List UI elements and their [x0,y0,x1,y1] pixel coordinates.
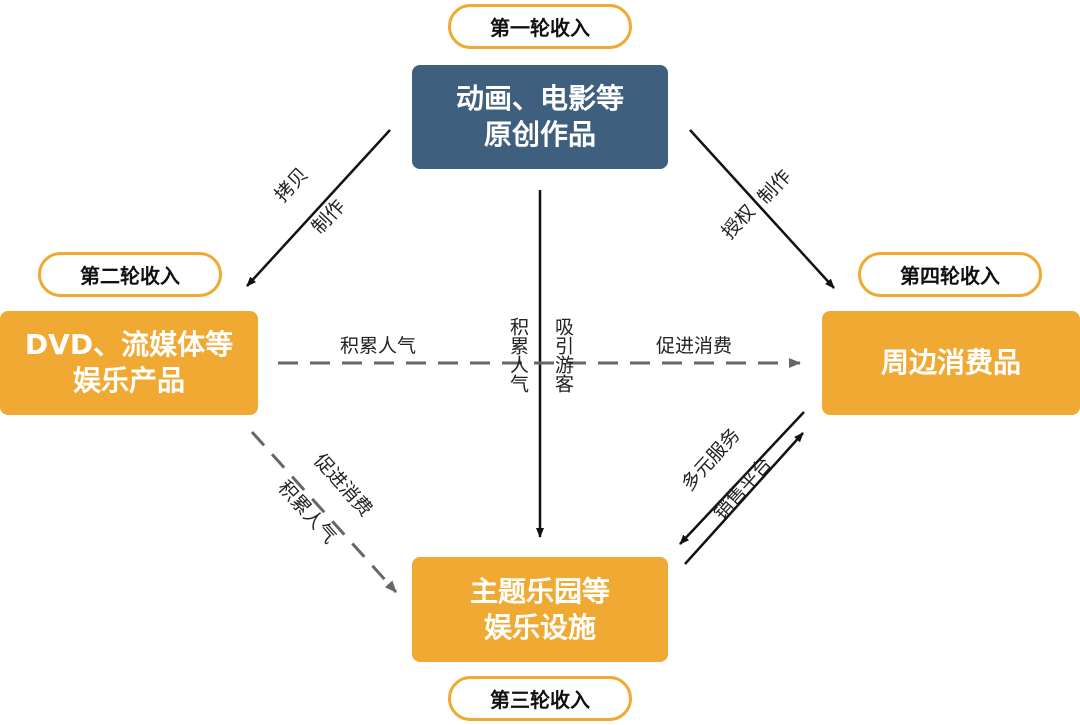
arrow-peripheral-to-theme-parks [679,411,805,545]
node-dvd-streaming: DVD、流媒体等 娱乐产品 [0,311,258,415]
arrow-theme-parks-to-peripheral [684,432,804,565]
arrow-original-to-dvd [246,129,391,287]
round-label-third: 第三轮收入 [448,676,632,721]
node-theme-parks-line1: 主题乐园等 [469,574,610,608]
arrow-dvd-to-theme-parks [250,430,398,594]
edge-label-attract-visitors: 吸引游客 [552,317,574,393]
edge-label-accumulate-popularity-center: 积累人气 [507,317,529,393]
node-original-works-line2: 原创作品 [483,118,596,151]
edge-label-make-right: 制作 [754,166,796,209]
round-label-second: 第二轮收入 [38,252,222,297]
node-peripheral-goods-line1: 周边消费品 [880,346,1021,379]
node-original-works: 动画、电影等 原创作品 [412,65,668,169]
node-theme-parks: 主题乐园等 娱乐设施 [412,557,668,662]
node-peripheral-goods: 周边消费品 [822,311,1080,415]
node-theme-parks-line2: 娱乐设施 [483,610,596,644]
node-original-works-line1: 动画、电影等 [455,82,624,115]
edge-label-make-left: 制作 [308,196,350,239]
node-dvd-streaming-line2: 娱乐产品 [72,364,185,397]
edge-label-promote-consumption-h: 促进消费 [656,335,732,357]
round-label-first: 第一轮收入 [448,4,632,49]
arrow-original-to-peripheral [689,129,835,289]
edge-label-license: 授权 [718,201,760,244]
round-label-fourth: 第四轮收入 [858,252,1042,297]
edge-label-copy: 拷贝 [271,164,313,207]
edge-label-accumulate-popularity-h: 积累人气 [340,335,416,357]
node-dvd-streaming-line1: DVD、流媒体等 [24,328,234,361]
